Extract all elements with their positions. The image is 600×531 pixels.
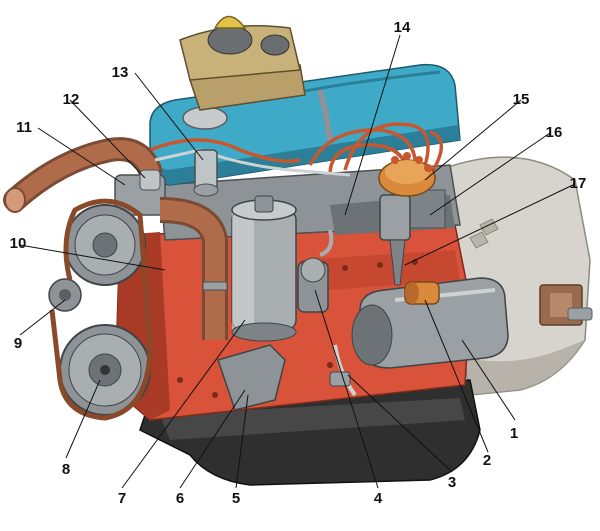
callout-3: 3	[448, 474, 456, 491]
starter-solenoid	[404, 281, 440, 305]
lower-water-hose	[159, 197, 228, 340]
callout-6: 6	[176, 490, 184, 507]
callout-4: 4	[374, 490, 383, 507]
callout-1: 1	[510, 425, 518, 442]
callout-12: 12	[63, 91, 80, 108]
carburetor	[179, 15, 306, 111]
callout-16: 16	[546, 124, 563, 141]
fuel-fine-filter	[193, 149, 219, 197]
breather-tube	[317, 89, 333, 141]
fan-belt	[49, 198, 153, 421]
callout-11: 11	[16, 119, 32, 136]
callout-15: 15	[513, 91, 530, 108]
callout-8: 8	[62, 461, 70, 478]
engine-mount-bracket	[217, 344, 286, 411]
ignition-distributor	[378, 152, 436, 286]
callout-2: 2	[483, 452, 491, 469]
callout-10: 10	[10, 235, 27, 252]
oil-filler-cap	[182, 106, 228, 130]
callout-9: 9	[14, 335, 22, 352]
generator-pulley	[48, 278, 82, 312]
fuel-pump	[297, 229, 334, 313]
oil-filter	[231, 195, 297, 342]
callout-14: 14	[394, 19, 411, 36]
callout-leaders	[19, 34, 576, 489]
callout-7: 7	[118, 490, 126, 507]
oil-line-fitting	[329, 344, 357, 397]
callout-17: 17	[570, 175, 587, 192]
water-pump-pulley	[64, 204, 146, 286]
callout-13: 13	[112, 64, 129, 81]
callout-5: 5	[232, 490, 240, 507]
upper-radiator-hose	[3, 137, 162, 213]
